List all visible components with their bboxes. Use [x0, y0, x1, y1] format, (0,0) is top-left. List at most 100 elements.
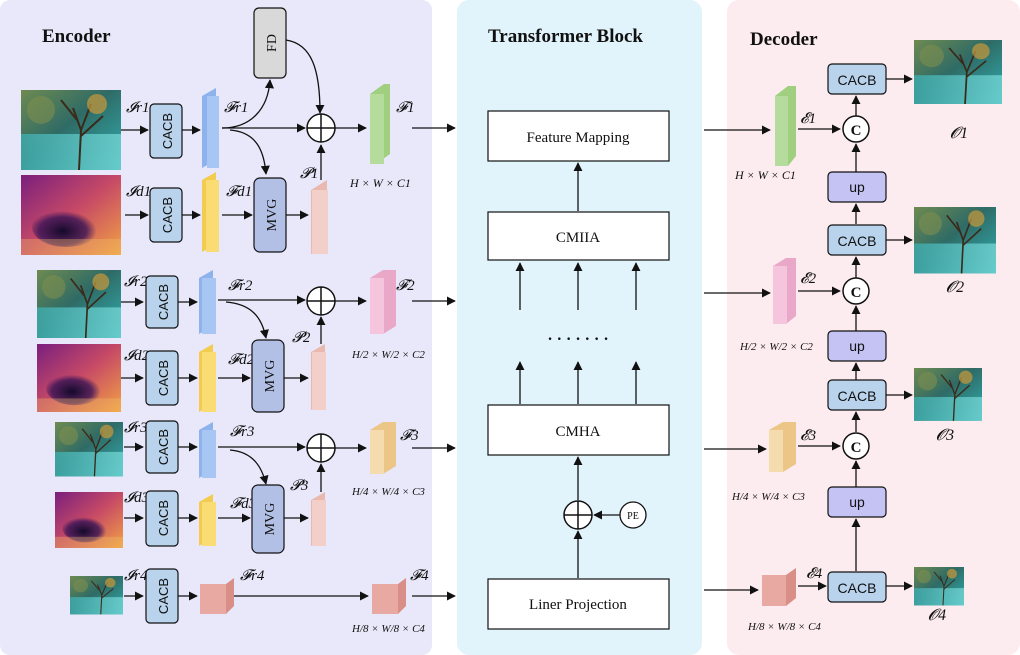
label-output-image-1: 𝓞1 [950, 125, 968, 142]
label-input-rgb-3: 𝓘r3 [124, 420, 147, 436]
output-image-1 [913, 39, 1003, 105]
decoder-feature-4 [762, 568, 796, 606]
label-decoder-feature-1: 𝓔1 [800, 111, 816, 127]
output-feature-4 [372, 578, 406, 614]
liner-projection-box [487, 578, 670, 630]
label-prompt-1: 𝓟1 [300, 166, 318, 182]
concat-1-label: C [851, 123, 862, 139]
decoder-panel [727, 0, 1020, 655]
label-input-rgb-4: 𝓘r4 [124, 568, 148, 584]
output-feature-1 [370, 84, 390, 164]
up-3-label: up [849, 494, 865, 510]
label-feat-rgb-4: 𝓕r4 [240, 568, 265, 584]
decoder-dims-4: H/8 × W/8 × C4 [747, 621, 821, 633]
cacb-depth-3-label: CACB [156, 500, 171, 536]
transformer-title: Transformer Block [488, 26, 643, 47]
cmiia-box [487, 211, 670, 261]
dims-3: H/4 × W/4 × C3 [351, 486, 425, 498]
pe-label: PE [627, 511, 639, 522]
input-rgb-image-1 [20, 89, 122, 171]
output-image-3 [913, 367, 983, 422]
dims-2: H/2 × W/2 × C2 [351, 349, 425, 361]
decoder-dims-3: H/4 × W/4 × C3 [731, 491, 805, 503]
prompt-feature-1 [311, 180, 328, 254]
prompt-feature-2 [311, 344, 326, 410]
label-input-rgb-1: 𝓘r1 [126, 100, 149, 116]
feature-depth-3 [199, 494, 216, 546]
decoder-cacb-2-label: CACB [838, 233, 877, 249]
concat-3-label: C [851, 440, 862, 456]
mvg-module-3 [251, 484, 285, 554]
label-feat-depth-1: 𝓕d1 [226, 184, 252, 200]
mvg-2-label: MVG [263, 360, 278, 393]
concat-node-3 [842, 432, 870, 460]
decoder-dims-2: H/2 × W/2 × C2 [739, 341, 813, 353]
label-feat-rgb-1: 𝓕r1 [224, 100, 248, 116]
mvg-module-2 [251, 339, 285, 413]
output-image-4 [913, 566, 965, 606]
decoder-title: Decoder [750, 29, 818, 50]
label-decoder-feature-3: 𝓔3 [800, 428, 816, 444]
pe-node [619, 501, 647, 529]
label-output-4: 𝓕4 [410, 568, 429, 584]
label-prompt-3: 𝓟3 [290, 478, 308, 494]
cacb-depth-2-label: CACB [156, 360, 171, 396]
label-prompt-2: 𝓟2 [292, 330, 311, 346]
dims-4: H/8 × W/8 × C4 [351, 623, 425, 635]
transformer-panel [457, 0, 702, 655]
label-output-image-4: 𝓞4 [928, 607, 946, 624]
cmha-box [487, 404, 670, 456]
label-feat-rgb-2: 𝓕r2 [228, 278, 253, 294]
decoder-cacb-1-label: CACB [838, 72, 877, 88]
mvg-3-label: MVG [263, 503, 278, 536]
input-rgb-image-2 [36, 269, 122, 339]
label-decoder-feature-4: 𝓔4 [806, 566, 823, 582]
concat-2-label: C [851, 285, 862, 301]
feature-rgb-2 [199, 270, 216, 334]
up-block-1 [827, 171, 887, 203]
label-input-rgb-2: 𝓘r2 [124, 274, 148, 290]
liner-projection-label: Liner Projection [529, 597, 627, 613]
up-block-3 [827, 486, 887, 518]
feature-rgb-1 [202, 88, 219, 168]
feature-mapping-box [487, 110, 670, 162]
decoder-cacb-4 [827, 571, 887, 603]
cacb-rgb-4-label: CACB [156, 578, 171, 614]
label-output-1: 𝓕1 [396, 100, 415, 116]
decoder-feature-3 [769, 422, 796, 472]
dims-1: H × W × C1 [349, 176, 411, 190]
label-feat-rgb-3: 𝓕r3 [230, 424, 254, 440]
mvg-1-label: MVG [265, 199, 280, 232]
fd-module [253, 7, 287, 79]
feature-rgb-4 [200, 578, 234, 614]
decoder-feature-1 [775, 86, 796, 166]
feature-depth-2 [199, 344, 216, 412]
feature-rgb-3 [199, 422, 216, 478]
label-decoder-feature-2: 𝓔2 [800, 271, 817, 287]
output-feature-3 [370, 422, 396, 474]
cacb-rgb-3-label: CACB [156, 429, 171, 465]
cacb-rgb-1-label: CACB [160, 113, 175, 149]
label-feat-depth-2: 𝓕d2 [228, 352, 255, 368]
up-2-label: up [849, 338, 865, 354]
add-node-3 [306, 433, 336, 463]
label-output-image-2: 𝓞2 [946, 279, 964, 296]
fd-label: FD [265, 34, 280, 52]
label-output-3: 𝓕3 [400, 428, 419, 444]
concat-node-2 [842, 277, 870, 305]
output-feature-2 [370, 270, 396, 334]
label-input-depth-2: 𝓘d2 [124, 348, 150, 364]
decoder-dims-1: H × W × C1 [734, 168, 796, 182]
input-depth-image-1 [21, 175, 121, 255]
label-input-depth-3: 𝓘d3 [124, 490, 149, 506]
feature-mapping-label: Feature Mapping [527, 130, 630, 146]
add-node-1 [306, 113, 336, 143]
label-input-depth-1: 𝓘d1 [126, 184, 151, 200]
output-image-2 [913, 206, 997, 275]
input-rgb-image-3 [54, 421, 124, 478]
cmha-label: CMHA [555, 424, 600, 440]
add-node-2 [306, 286, 336, 316]
add-node-pe [563, 500, 593, 530]
